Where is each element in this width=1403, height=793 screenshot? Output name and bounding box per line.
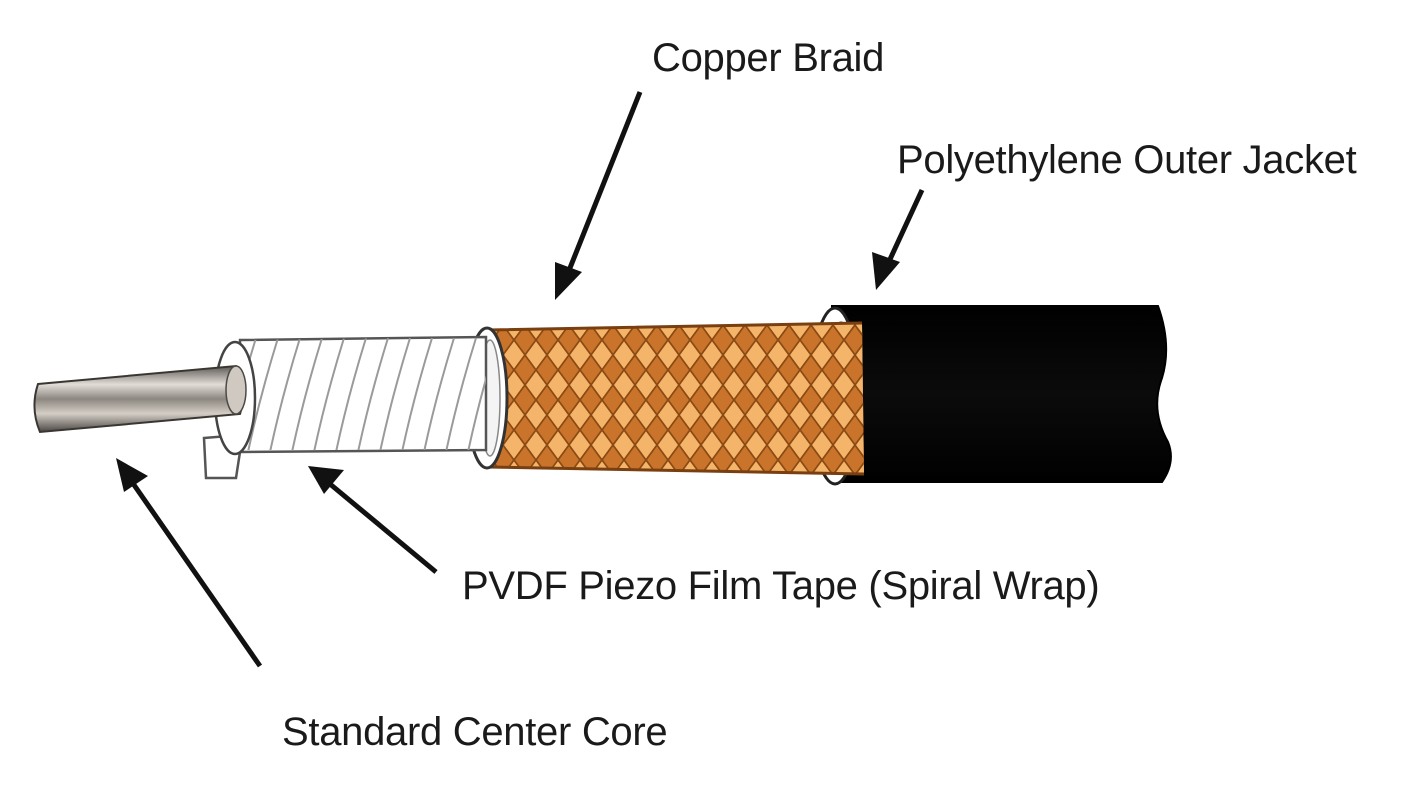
outer-jacket-body [831, 305, 1172, 483]
arrow-outer-jacket [872, 188, 925, 290]
label-copper-braid: Copper Braid [652, 36, 885, 80]
arrow-piezo-film [308, 466, 438, 574]
label-piezo-film: PVDF Piezo Film Tape (Spiral Wrap) [462, 564, 1100, 608]
pvdf-film-layer [238, 335, 488, 454]
arrow-center-core [116, 458, 263, 668]
copper-braid-layer [486, 321, 865, 476]
arrow-copper-braid [555, 91, 643, 300]
label-outer-jacket: Polyethylene Outer Jacket [897, 138, 1357, 182]
center-core-conductor [33, 364, 245, 434]
label-center-core: Standard Center Core [282, 710, 668, 754]
